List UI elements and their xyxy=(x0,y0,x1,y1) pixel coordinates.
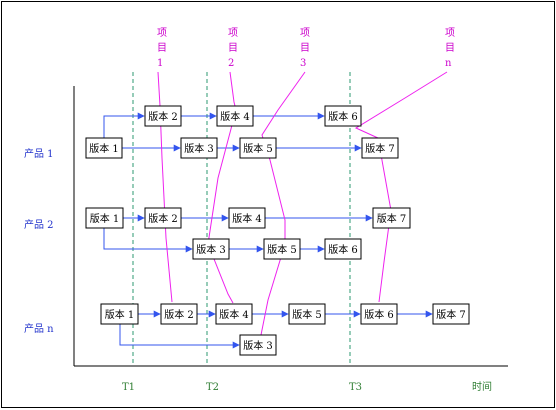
project-line-n xyxy=(354,71,448,303)
project-label-1: 项 目 1 xyxy=(157,27,167,69)
box-pn-v7[interactable]: 版本 7 xyxy=(432,303,470,325)
box-pn-v2[interactable]: 版本 2 xyxy=(160,303,198,325)
svg-text:项: 项 xyxy=(300,27,310,39)
svg-text:项: 项 xyxy=(157,27,167,39)
project-label-3: 项 目 3 xyxy=(300,27,310,69)
flow-arrows-product-n xyxy=(119,310,433,349)
svg-text:目: 目 xyxy=(300,43,310,54)
project-label-n: 项 目 n xyxy=(445,27,455,69)
svg-text:版本 1: 版本 1 xyxy=(105,308,135,321)
box-p2-v5[interactable]: 版本 5 xyxy=(263,238,301,260)
row-label-product-2: 产品 2 xyxy=(24,218,54,231)
time-label-t2: T2 xyxy=(206,382,219,393)
time-label-t3: T3 xyxy=(349,382,362,393)
svg-text:项: 项 xyxy=(228,27,238,39)
svg-text:版本 7: 版本 7 xyxy=(436,308,466,321)
box-p1-v3[interactable]: 版本 3 xyxy=(180,137,218,159)
box-pn-v6[interactable]: 版本 6 xyxy=(360,303,398,325)
time-label-t1: T1 xyxy=(122,382,135,393)
box-pn-v5[interactable]: 版本 5 xyxy=(288,303,326,325)
svg-text:版本 6: 版本 6 xyxy=(328,243,358,256)
svg-text:项: 项 xyxy=(445,27,455,39)
box-pn-v3[interactable]: 版本 3 xyxy=(239,334,277,356)
row-label-product-1: 产品 1 xyxy=(24,147,54,160)
svg-text:目: 目 xyxy=(445,43,455,54)
box-p2-v2[interactable]: 版本 2 xyxy=(144,207,182,229)
svg-text:版本 3: 版本 3 xyxy=(243,339,273,352)
box-p2-v6[interactable]: 版本 6 xyxy=(324,238,362,260)
svg-text:版本 4: 版本 4 xyxy=(220,110,250,123)
svg-text:1: 1 xyxy=(157,58,163,69)
flow-arrows-product-1 xyxy=(103,112,362,152)
box-p1-v5[interactable]: 版本 5 xyxy=(239,137,277,159)
row-label-product-n: 产品 n xyxy=(24,322,54,335)
svg-text:2: 2 xyxy=(228,58,234,69)
time-axis-label: 时间 xyxy=(472,380,492,393)
svg-text:版本 6: 版本 6 xyxy=(328,110,358,123)
box-pn-v1[interactable]: 版本 1 xyxy=(100,303,139,325)
box-p1-v4[interactable]: 版本 4 xyxy=(216,105,254,127)
box-p2-v4[interactable]: 版本 4 xyxy=(228,207,266,229)
project-line-1 xyxy=(157,71,173,303)
box-p1-v6[interactable]: 版本 6 xyxy=(324,105,362,127)
box-p1-v1[interactable]: 版本 1 xyxy=(85,137,123,159)
box-p2-v3[interactable]: 版本 3 xyxy=(192,238,230,260)
svg-text:版本 5: 版本 5 xyxy=(267,243,297,256)
svg-text:版本 2: 版本 2 xyxy=(164,308,194,321)
project-label-2: 项 目 2 xyxy=(228,27,238,69)
svg-text:版本 3: 版本 3 xyxy=(184,142,214,155)
svg-text:版本 4: 版本 4 xyxy=(219,308,249,321)
svg-text:版本 7: 版本 7 xyxy=(365,142,395,155)
svg-text:3: 3 xyxy=(300,58,306,69)
flow-arrows-product-2 xyxy=(103,214,373,253)
svg-text:版本 5: 版本 5 xyxy=(292,308,322,321)
box-p2-v1[interactable]: 版本 1 xyxy=(85,207,124,229)
project-line-3 xyxy=(260,71,306,336)
svg-text:版本 4: 版本 4 xyxy=(232,212,262,225)
svg-text:目: 目 xyxy=(228,43,238,54)
svg-text:版本 1: 版本 1 xyxy=(90,212,120,225)
svg-text:版本 1: 版本 1 xyxy=(89,142,119,155)
svg-text:版本 7: 版本 7 xyxy=(377,212,407,225)
box-p1-v7[interactable]: 版本 7 xyxy=(361,137,399,159)
svg-text:版本 2: 版本 2 xyxy=(148,212,178,225)
box-p1-v2[interactable]: 版本 2 xyxy=(144,105,182,127)
box-pn-v4[interactable]: 版本 4 xyxy=(215,303,253,325)
project-line-2 xyxy=(207,71,237,304)
box-p2-v7[interactable]: 版本 7 xyxy=(372,207,411,229)
svg-text:目: 目 xyxy=(157,43,167,54)
svg-text:版本 5: 版本 5 xyxy=(243,142,273,155)
svg-text:n: n xyxy=(445,58,452,69)
svg-text:版本 2: 版本 2 xyxy=(148,110,178,123)
svg-text:版本 3: 版本 3 xyxy=(196,243,226,256)
svg-text:版本 6: 版本 6 xyxy=(364,308,394,321)
